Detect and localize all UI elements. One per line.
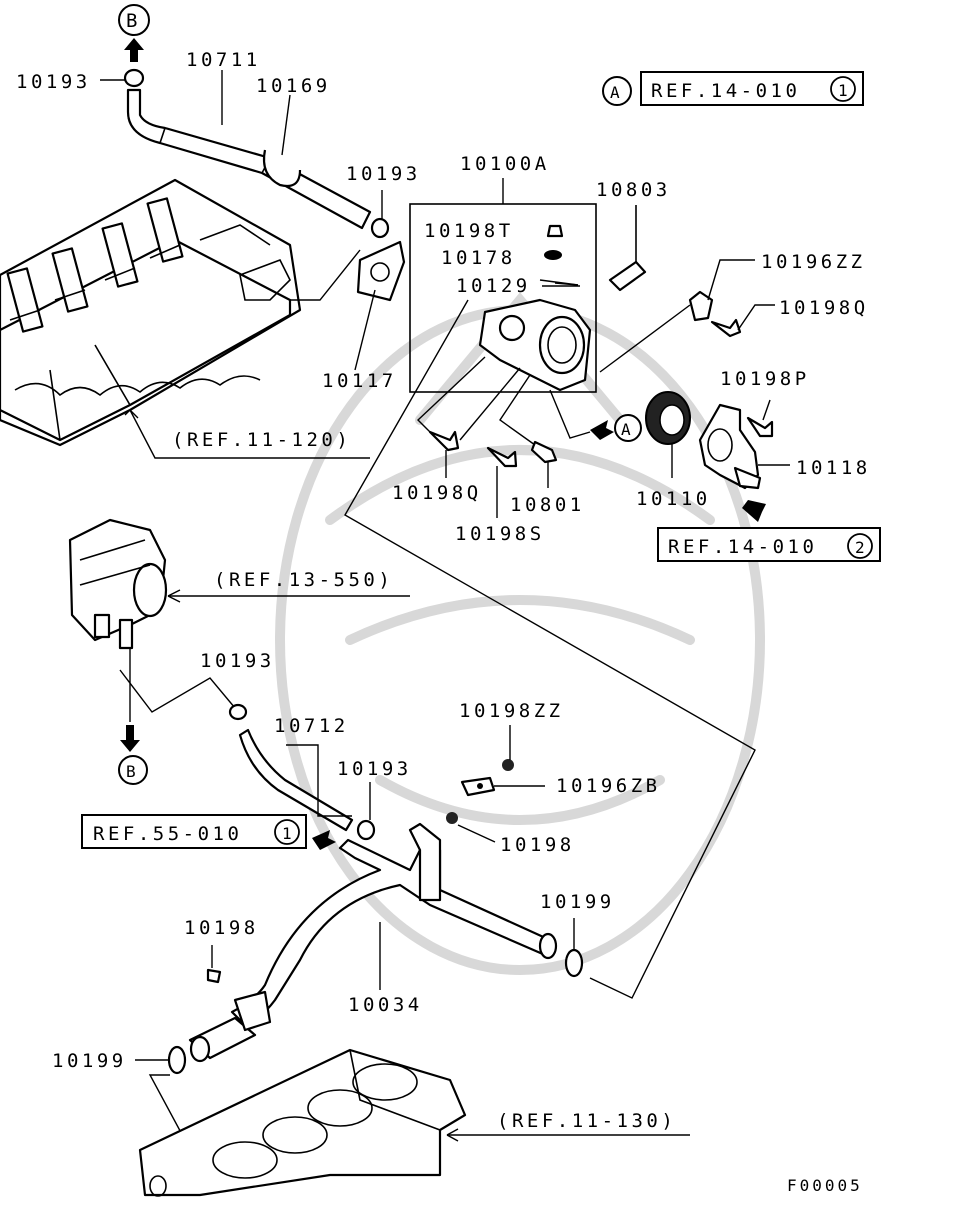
throttle-body-illustration xyxy=(68,518,168,650)
bolt-10198 xyxy=(446,812,458,824)
label-10196ZB: 10196ZB xyxy=(556,775,661,797)
label-10803: 10803 xyxy=(596,179,671,201)
label-10110: 10110 xyxy=(636,488,711,510)
label-10198: 10198 xyxy=(500,834,575,856)
bracket-10196ZZ xyxy=(688,290,714,322)
arrowhead-ref11-120 xyxy=(124,409,139,419)
bolt-10198P xyxy=(746,416,774,438)
arrow-to-ref14-010-2 xyxy=(742,500,766,522)
marker-a-mid-letter: A xyxy=(621,420,634,439)
label-10118: 10118 xyxy=(796,457,871,479)
arrow-to-ref55-010 xyxy=(312,830,336,850)
marker-a-ref-letter: A xyxy=(610,83,623,102)
label-10034: 10034 xyxy=(348,994,423,1016)
label-10801: 10801 xyxy=(510,494,585,516)
leader-10196ZZ xyxy=(707,259,755,301)
leader-10193-mid xyxy=(119,669,236,713)
arrowhead-ref11-130 xyxy=(446,1128,459,1142)
marker-b-bottom-letter: B xyxy=(126,762,139,781)
ref55-010-1-circle: 1 xyxy=(282,824,295,843)
hose-10712 xyxy=(228,703,376,841)
label-10198S: 10198S xyxy=(455,523,545,545)
marker-a-mid: A xyxy=(590,414,642,442)
arrowhead-ref13-550 xyxy=(167,589,181,603)
label-10193-mid: 10193 xyxy=(200,650,275,672)
leader-frame-pipe xyxy=(344,299,756,999)
leader-bracket-housing xyxy=(599,304,691,373)
label-10199-left: 10199 xyxy=(52,1050,127,1072)
leader-a-to-housing xyxy=(549,389,591,439)
bracket-10196ZB xyxy=(460,776,496,797)
small-parts-kit xyxy=(539,224,579,286)
gasket-10117 xyxy=(356,240,406,302)
ref11-120-label: (REF.11-120) xyxy=(172,429,351,451)
label-10169: 10169 xyxy=(256,75,331,97)
marker-b-bottom: B xyxy=(118,725,148,785)
bolt-10198Q-right xyxy=(710,318,742,338)
label-10198Q-right: 10198Q xyxy=(779,297,869,319)
label-10198P: 10198P xyxy=(720,368,810,390)
leader-10169 xyxy=(281,94,291,156)
label-10711: 10711 xyxy=(186,49,261,71)
water-outlet-10118 xyxy=(698,403,762,490)
label-10193-b: 10193 xyxy=(346,163,421,185)
hose-10711 xyxy=(123,68,390,239)
oring-10199-left xyxy=(167,1045,187,1075)
leader-head-gasket xyxy=(290,249,361,301)
ref11-130-label: (REF.11-130) xyxy=(497,1110,676,1132)
label-10199-right: 10199 xyxy=(540,891,615,913)
label-10100A: 10100A xyxy=(460,153,550,175)
leader-oring-block xyxy=(148,1074,186,1141)
leader-10712 xyxy=(286,744,352,817)
bolt-10198S xyxy=(486,446,518,468)
marker-b-top: B xyxy=(118,4,150,62)
leader-bolt-10198S xyxy=(459,367,521,441)
cylinder-block-illustration xyxy=(138,1048,467,1197)
label-10193-low: 10193 xyxy=(337,758,412,780)
marker-b-top-letter: B xyxy=(126,10,141,32)
label-10712: 10712 xyxy=(274,715,349,737)
label-10193-top: 10193 xyxy=(16,71,91,93)
leader-10117 xyxy=(354,289,376,371)
leader-ref11-120 xyxy=(129,409,370,459)
ref-box-55-010-1: REF.55-010 1 xyxy=(81,814,307,849)
label-10117: 10117 xyxy=(322,370,397,392)
watermark-emblem xyxy=(275,292,765,975)
sensor-10803 xyxy=(608,205,647,292)
water-pipe-10034 xyxy=(188,822,558,1063)
ref-box-14-010-2: REF.14-010 2 xyxy=(657,527,881,562)
label-10196ZZ: 10196ZZ xyxy=(761,251,866,273)
label-10198-left: 10198 xyxy=(184,917,259,939)
ref14-010-2-circle: 2 xyxy=(855,538,868,557)
thermostat-10110 xyxy=(645,391,691,445)
leader-10198 xyxy=(457,824,496,843)
ref14-010-1-circle: 1 xyxy=(838,81,851,100)
label-10198T: 10198T xyxy=(424,220,514,242)
bolt-10198-left xyxy=(206,968,222,984)
label-10198Q-below: 10198Q xyxy=(392,482,482,504)
cylinder-head-illustration xyxy=(0,178,302,447)
leader-bolt-10198Q xyxy=(416,356,486,433)
ref13-550-label: (REF.13-550) xyxy=(214,569,393,591)
sensor-10801 xyxy=(530,440,558,464)
leader-10198P xyxy=(762,399,771,421)
bolt-10198ZZ xyxy=(502,759,514,771)
ref14-010-2-text: REF.14-010 xyxy=(668,536,817,558)
leader-sensor-10801 xyxy=(499,374,536,446)
ref-box-14-010-1: A REF.14-010 1 xyxy=(602,71,864,106)
diagram-code: F00005 xyxy=(787,1176,863,1195)
label-10129: 10129 xyxy=(456,275,531,297)
label-10198ZZ: 10198ZZ xyxy=(459,700,564,722)
leader-10198Q-right xyxy=(737,304,775,331)
oring-10199-right xyxy=(564,948,584,978)
ref55-010-1-text: REF.55-010 xyxy=(93,823,242,845)
thermostat-housing xyxy=(478,298,592,392)
bolt-10198Q-below xyxy=(428,430,460,452)
label-10178: 10178 xyxy=(441,247,516,269)
ref14-010-1-text: REF.14-010 xyxy=(651,80,800,102)
